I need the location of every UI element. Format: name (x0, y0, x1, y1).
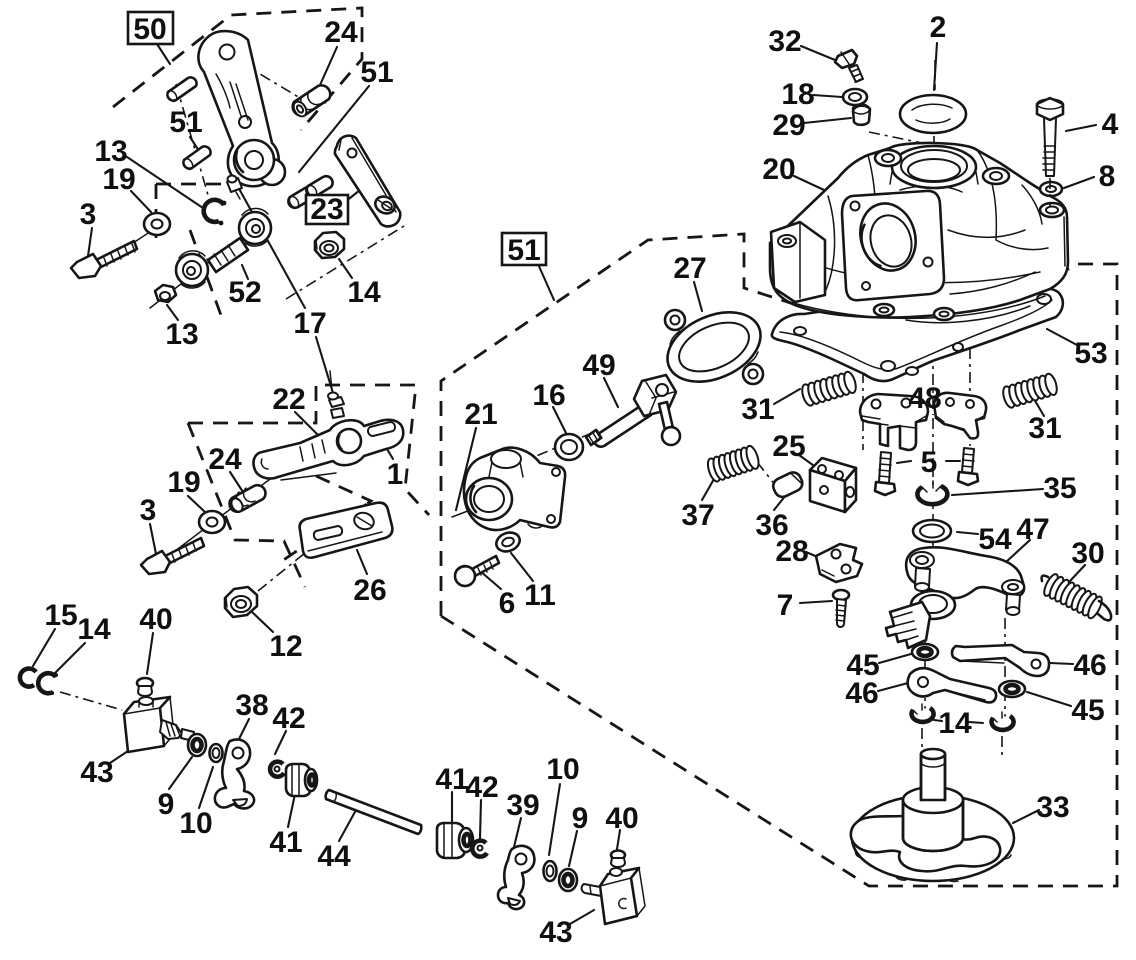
svg-text:24: 24 (324, 16, 358, 49)
svg-text:23: 23 (310, 193, 343, 226)
svg-text:4: 4 (1102, 108, 1119, 141)
svg-text:30: 30 (1071, 537, 1104, 570)
svg-text:10: 10 (546, 753, 579, 786)
svg-text:13: 13 (94, 135, 127, 168)
svg-text:50: 50 (133, 13, 166, 46)
svg-text:12: 12 (269, 630, 302, 663)
svg-text:41: 41 (435, 763, 468, 796)
svg-text:43: 43 (80, 756, 113, 789)
svg-text:14: 14 (938, 707, 972, 740)
svg-text:29: 29 (772, 109, 805, 142)
svg-text:39: 39 (506, 789, 539, 822)
svg-text:27: 27 (673, 252, 706, 285)
svg-text:45: 45 (1071, 694, 1104, 727)
svg-text:9: 9 (572, 802, 589, 835)
svg-text:13: 13 (165, 318, 198, 351)
svg-text:16: 16 (532, 379, 565, 412)
svg-text:26: 26 (353, 574, 386, 607)
svg-text:36: 36 (755, 509, 788, 542)
svg-text:38: 38 (235, 689, 268, 722)
svg-text:46: 46 (845, 677, 878, 710)
svg-text:43: 43 (539, 916, 572, 949)
svg-text:35: 35 (1043, 472, 1076, 505)
svg-text:18: 18 (781, 78, 814, 111)
svg-text:49: 49 (582, 349, 615, 382)
svg-text:21: 21 (464, 398, 497, 431)
svg-text:40: 40 (605, 802, 638, 835)
svg-text:28: 28 (775, 535, 808, 568)
svg-text:51: 51 (169, 106, 202, 139)
svg-text:31: 31 (1028, 412, 1061, 445)
svg-text:17: 17 (293, 307, 326, 340)
svg-text:42: 42 (272, 702, 305, 735)
svg-text:14: 14 (347, 276, 381, 309)
svg-text:44: 44 (317, 840, 351, 873)
svg-text:11: 11 (524, 579, 556, 612)
svg-text:1: 1 (387, 458, 404, 491)
svg-text:2: 2 (930, 11, 947, 44)
svg-text:52: 52 (228, 276, 261, 309)
svg-text:3: 3 (80, 198, 97, 231)
svg-text:19: 19 (167, 466, 200, 499)
svg-text:15: 15 (44, 599, 77, 632)
svg-text:40: 40 (139, 603, 172, 636)
svg-text:22: 22 (272, 383, 305, 416)
svg-text:45: 45 (846, 649, 879, 682)
svg-text:41: 41 (269, 826, 302, 859)
svg-text:51: 51 (360, 56, 393, 89)
svg-text:51: 51 (507, 234, 540, 267)
svg-text:33: 33 (1036, 791, 1069, 824)
svg-text:32: 32 (768, 25, 801, 58)
svg-text:8: 8 (1099, 160, 1116, 193)
svg-text:24: 24 (208, 443, 242, 476)
svg-text:14: 14 (77, 613, 111, 646)
svg-text:6: 6 (499, 587, 516, 620)
svg-text:42: 42 (465, 771, 498, 804)
svg-text:25: 25 (772, 430, 805, 463)
svg-text:19: 19 (102, 163, 135, 196)
svg-text:5: 5 (921, 446, 938, 479)
svg-text:3: 3 (140, 494, 157, 527)
svg-text:53: 53 (1074, 337, 1107, 370)
svg-text:54: 54 (978, 523, 1012, 556)
svg-text:20: 20 (762, 153, 795, 186)
svg-text:9: 9 (158, 788, 175, 821)
svg-text:10: 10 (179, 807, 212, 840)
svg-text:47: 47 (1016, 513, 1049, 546)
svg-text:31: 31 (741, 393, 774, 426)
svg-text:48: 48 (908, 382, 941, 415)
svg-text:37: 37 (681, 499, 714, 532)
svg-text:46: 46 (1073, 649, 1106, 682)
svg-text:7: 7 (777, 589, 794, 622)
